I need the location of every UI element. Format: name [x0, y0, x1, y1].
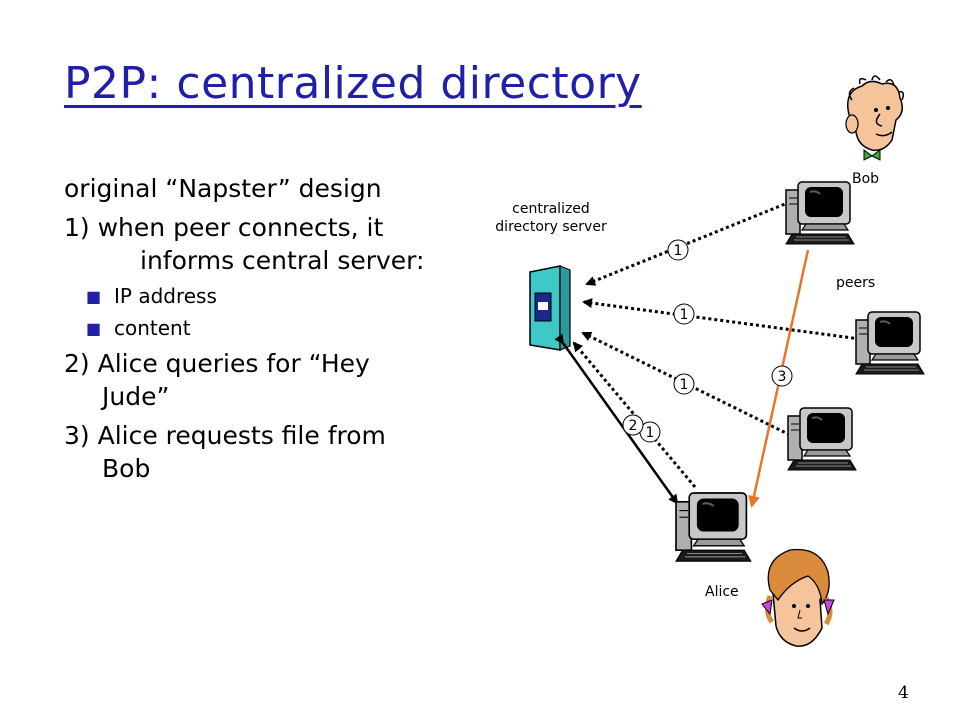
bob-computer-icon	[785, 181, 855, 245]
step-1-text: 1) when peer connects, it informs centra…	[64, 211, 494, 277]
peers-label: peers	[836, 275, 875, 291]
register-line-bob	[585, 200, 791, 286]
directory-server-icon	[529, 265, 571, 351]
step-badge: 1	[673, 373, 695, 395]
intro-text: original “Napster” design	[64, 174, 382, 203]
svg-text:3: 3	[778, 369, 787, 385]
bullet-content: ■ content	[86, 316, 191, 340]
alice-computer-icon	[674, 491, 752, 563]
step-badge: 2	[622, 414, 644, 436]
bullet-icon: ■	[86, 319, 102, 338]
step-3-line-2: Bob	[102, 454, 151, 483]
step-badge: 1	[673, 303, 695, 325]
alice-label: Alice	[705, 584, 739, 600]
bob-label: Bob	[852, 171, 879, 187]
register-line-peer-2	[582, 298, 861, 341]
server-label-line-2: directory server	[495, 219, 607, 235]
query-line	[554, 333, 679, 505]
svg-text:2: 2	[629, 418, 638, 434]
bullet-ip-address: ■ IP address	[86, 284, 217, 308]
step-badge: 3	[771, 365, 793, 387]
bullet-icon: ■	[86, 287, 102, 306]
slide-title: P2P: centralized directory	[64, 58, 642, 109]
step-1-line-2: informs central server:	[140, 246, 425, 275]
page-number: 4	[898, 683, 909, 703]
peer-computer-icon	[855, 311, 925, 375]
svg-text:1: 1	[674, 243, 683, 259]
step-badge: 1	[667, 239, 689, 261]
svg-text:1: 1	[680, 377, 689, 393]
step-3-line-1: 3) Alice requests file from	[64, 421, 386, 450]
svg-text:1: 1	[646, 425, 655, 441]
step-2-text: 2) Alice queries for “Hey Jude”	[64, 347, 494, 413]
step-2-line-2: Jude”	[102, 382, 170, 411]
peer-computer-icon-2	[787, 407, 857, 471]
step-3-text: 3) Alice requests file from Bob	[64, 419, 494, 485]
slide-body: original “Napster” design 1) when peer c…	[64, 172, 494, 491]
step-1-line-1: 1) when peer connects, it	[64, 213, 384, 242]
bob-avatar-icon	[845, 75, 905, 161]
svg-text:1: 1	[680, 307, 689, 323]
server-label-line-1: centralized	[512, 201, 590, 217]
alice-avatar-icon	[761, 548, 835, 647]
step-2-line-1: 2) Alice queries for “Hey	[64, 349, 370, 378]
